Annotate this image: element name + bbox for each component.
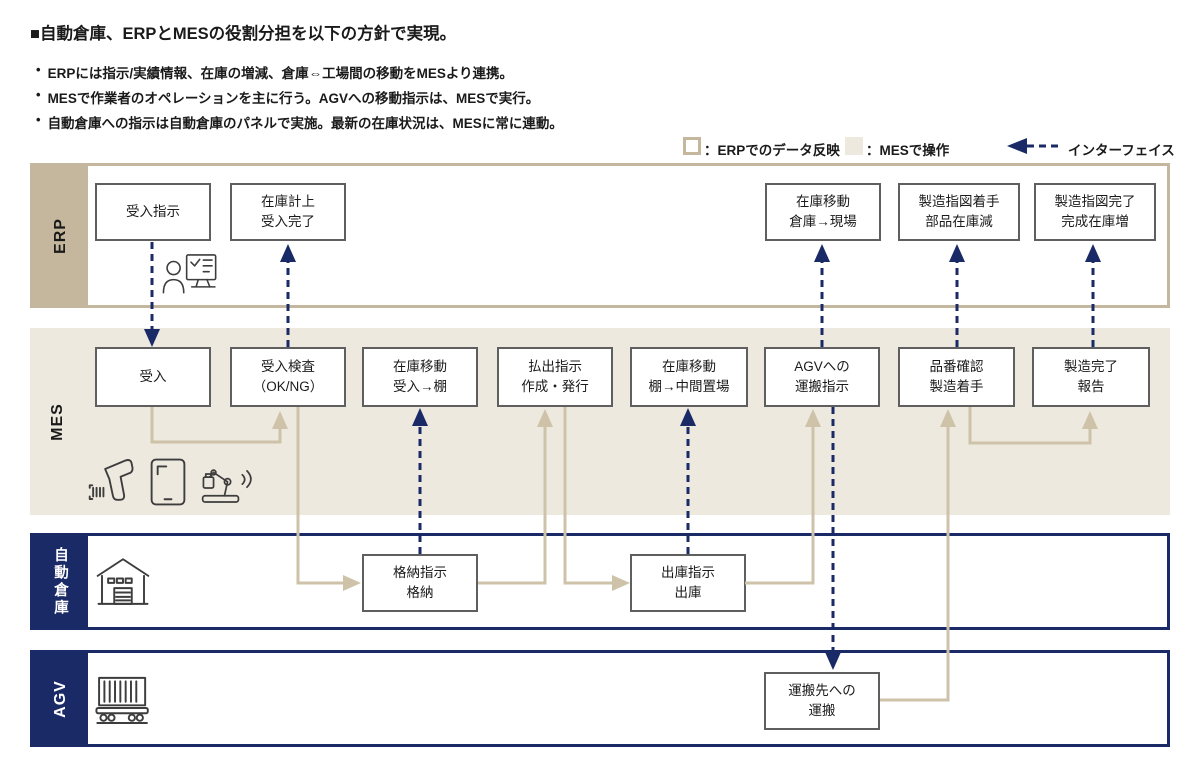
mes-box-agv-transport-instruction: AGVへの 運搬指示: [764, 347, 880, 407]
box-line: 製造指図着手: [918, 194, 1000, 210]
lane-agv: AGV: [30, 650, 1170, 747]
box-line: 受入: [139, 369, 167, 385]
bullet-marker: •: [36, 87, 41, 102]
lane-agv-label: AGV: [51, 679, 69, 718]
warehouse-box-storage: 格納指示 格納: [362, 554, 478, 612]
erp-box-inventory-posting: 在庫計上 受入完了: [230, 183, 346, 241]
box-line: 受入完了: [261, 214, 315, 229]
box-line: 作成・発行: [521, 379, 589, 394]
box-line: 格納指示: [393, 565, 447, 581]
lane-mes-label-strip: MES: [30, 328, 85, 515]
barcode-scanner-icon: [88, 455, 136, 507]
lane-warehouse: 自動倉庫: [30, 533, 1170, 630]
box-line: 出庫指示: [661, 565, 715, 581]
bullet-text: MESで作業者のオペレーションを主に行う。AGVへの移動指示は、MESで実行。: [47, 91, 540, 106]
box-line: 製造完了: [1064, 359, 1118, 375]
mes-box-receiving: 受入: [95, 347, 211, 407]
box-line: AGVへの: [794, 359, 850, 375]
policy-bullet: • ERPには指示/実績情報、在庫の増減、倉庫⇔工場間の移動をMESより連携。: [36, 62, 563, 82]
box-line: 報告: [1077, 379, 1105, 394]
box-line: 在庫移動: [393, 359, 447, 375]
box-line: 在庫計上: [261, 194, 315, 210]
box-line: 在庫移動: [662, 359, 716, 375]
mes-box-issue-instruction: 払出指示 作成・発行: [497, 347, 613, 407]
interface-arrow-icon: [1007, 138, 1061, 154]
lane-erp-label: ERP: [51, 217, 69, 254]
erp-box-production-order-start: 製造指図着手 部品在庫減: [898, 183, 1020, 241]
erp-box-stock-move-warehouse-to-site: 在庫移動 倉庫→現場: [765, 183, 881, 241]
legend-interface-label: インターフェイス: [1068, 143, 1175, 158]
erp-box-production-order-complete: 製造指図完了 完成在庫増: [1034, 183, 1156, 241]
legend-mes-label: ：MESで操作: [866, 143, 950, 158]
bullet-text: ERPには指示/実績情報、在庫の増減、倉庫⇔工場間の移動をMESより連携。: [47, 66, 514, 81]
box-line: 受入指示: [126, 204, 180, 220]
mes-box-production-complete-report: 製造完了 報告: [1032, 347, 1150, 407]
policy-bullet: • MESで作業者のオペレーションを主に行う。AGVへの移動指示は、MESで実行…: [36, 87, 563, 107]
box-line: 部品在庫減: [925, 214, 993, 229]
box-line: 払出指示: [528, 359, 582, 375]
bullet-marker: •: [36, 112, 41, 127]
legend-erp-label: ：ERPでのデータ反映: [704, 143, 840, 158]
box-line: 棚→中間置場: [648, 379, 730, 394]
lane-warehouse-label: 自動倉庫: [52, 546, 68, 617]
policy-bullet: • 自動倉庫への指示は自動倉庫のパネルで実施。最新の在庫状況は、MESに常に連動…: [36, 112, 563, 132]
agv-box-transport-to-destination: 運搬先への 運搬: [764, 672, 880, 730]
box-line: 製造着手: [929, 379, 984, 394]
page-title: ■自動倉庫、ERPとMESの役割分担を以下の方針で実現。: [30, 25, 457, 43]
tablet-icon: [146, 457, 190, 507]
box-line: （OK/NG）: [252, 379, 324, 394]
erp-box-receiving-instruction: 受入指示: [95, 183, 211, 241]
box-line: 完成在庫増: [1061, 214, 1129, 229]
bullet-text: 自動倉庫への指示は自動倉庫のパネルで実施。最新の在庫状況は、MESに常に連動。: [47, 116, 563, 131]
box-line: 運搬先への: [788, 683, 856, 699]
policy-bullet-list: • ERPには指示/実績情報、在庫の増減、倉庫⇔工場間の移動をMESより連携。 …: [36, 62, 563, 132]
mes-box-part-check-production-start: 品番確認 製造着手: [898, 347, 1015, 407]
warehouse-box-retrieval: 出庫指示 出庫: [630, 554, 746, 612]
agv-cart-icon: [92, 673, 154, 727]
box-line: 受入検査: [261, 359, 315, 375]
lane-agv-label-strip: AGV: [33, 653, 88, 744]
box-line: 倉庫→現場: [789, 214, 857, 229]
bullet-marker: •: [36, 62, 41, 77]
box-line: 製造指図完了: [1054, 194, 1136, 210]
legend-mes-swatch: [845, 137, 863, 155]
mes-box-stock-move-shelf-to-buffer: 在庫移動 棚→中間置場: [630, 347, 748, 407]
box-line: 品番確認: [929, 359, 984, 375]
lane-mes-label: MES: [48, 402, 66, 441]
robot-arm-icon: [198, 455, 254, 507]
box-line: 出庫: [674, 585, 702, 600]
box-line: 格納: [406, 585, 434, 600]
operator-terminal-icon: [162, 250, 220, 302]
lane-warehouse-label-strip: 自動倉庫: [33, 536, 88, 627]
box-line: 受入→棚: [393, 379, 447, 394]
legend-erp-swatch: [683, 137, 701, 155]
box-line: 運搬指示: [795, 379, 849, 394]
box-line: 在庫移動: [796, 194, 850, 210]
mes-box-stock-move-receiving-to-shelf: 在庫移動 受入→棚: [362, 347, 478, 407]
lane-erp-label-strip: ERP: [33, 166, 88, 305]
warehouse-icon: [95, 553, 151, 611]
mes-box-receiving-inspection: 受入検査 （OK/NG）: [230, 347, 346, 407]
box-line: 運搬: [808, 703, 836, 718]
